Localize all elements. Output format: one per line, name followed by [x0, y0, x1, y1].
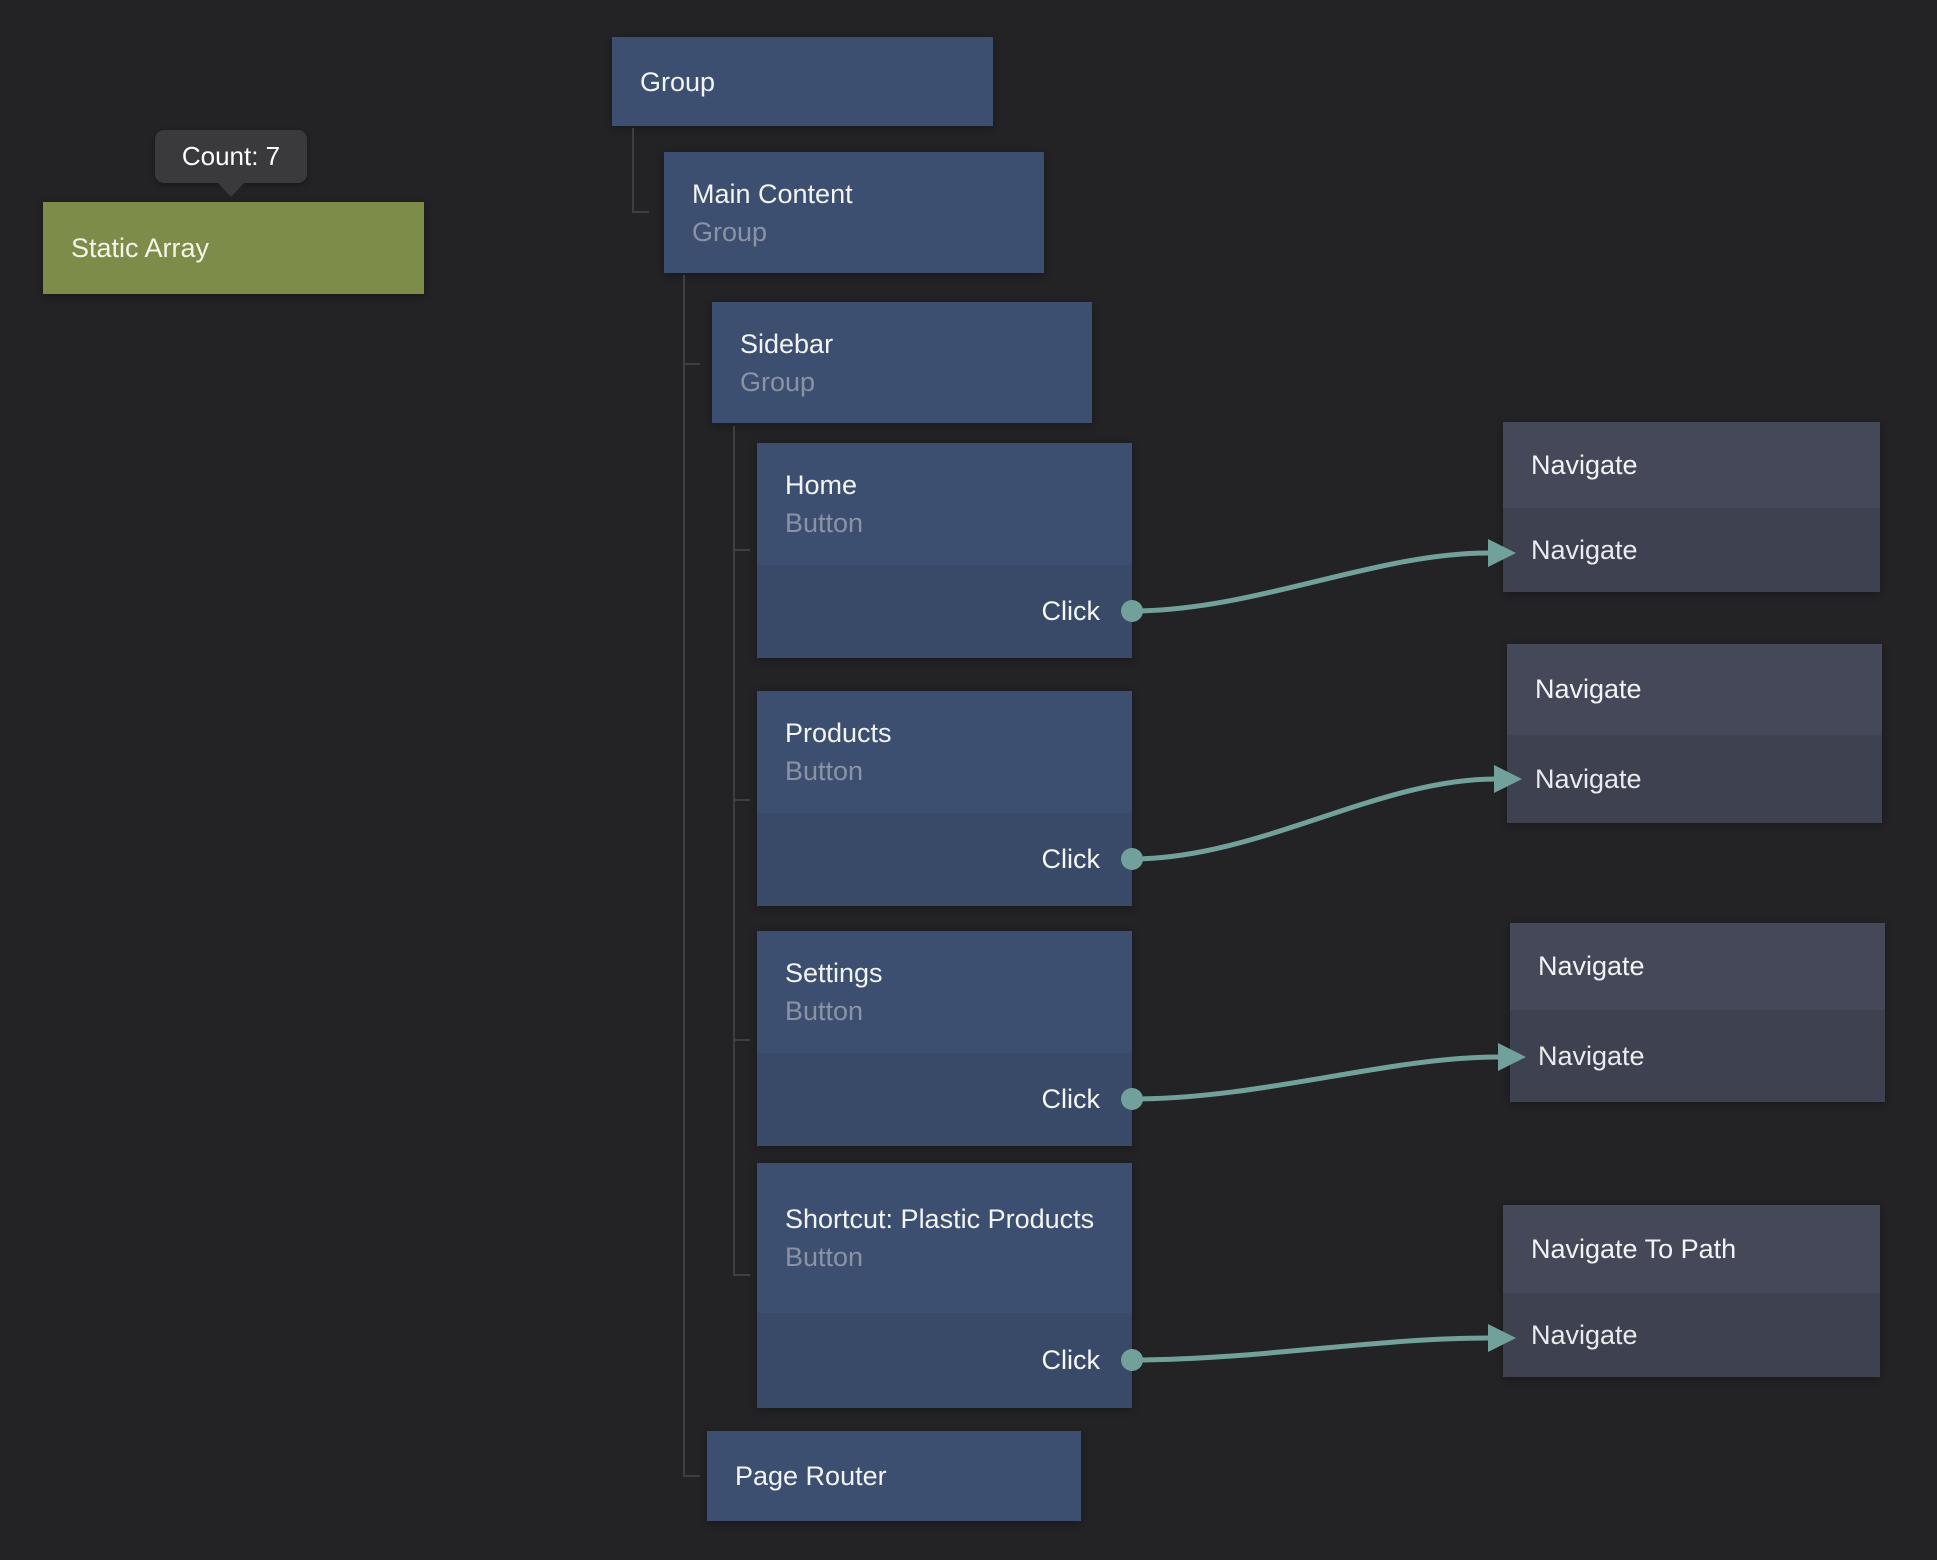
navigate-to-path-input-row[interactable]: Navigate [1503, 1293, 1880, 1377]
navigate-node-2-title: Navigate [1507, 644, 1882, 735]
navigate-node-3-input-row[interactable]: Navigate [1510, 1010, 1885, 1102]
navigate-to-path-node[interactable]: Navigate To Path Navigate [1503, 1205, 1880, 1377]
tree-line-sidebar-children [733, 426, 750, 1276]
main-content-node[interactable]: Main Content Group [664, 152, 1044, 273]
main-content-subtitle: Group [692, 216, 768, 247]
products-button-node[interactable]: Products Button Click [757, 691, 1132, 906]
navigate-to-path-title: Navigate To Path [1503, 1205, 1880, 1293]
navigate-node-2[interactable]: Navigate Navigate [1507, 644, 1882, 823]
group-node[interactable]: Group [612, 37, 993, 126]
products-button-subtitle: Button [785, 756, 864, 786]
tooltip-pointer-icon [218, 183, 244, 197]
sidebar-subtitle: Group [740, 366, 816, 397]
navigate-node-3[interactable]: Navigate Navigate [1510, 923, 1885, 1102]
settings-button-node[interactable]: Settings Button Click [757, 931, 1132, 1146]
home-click-port-label: Click [1041, 596, 1101, 626]
navigate-node-1-title: Navigate [1503, 422, 1880, 508]
group-node-title: Group [640, 66, 716, 97]
wire-settings-click-navigate[interactable] [1129, 1054, 1501, 1102]
tree-line-main-content-children [683, 275, 700, 1477]
count-tooltip-text: Count: 7 [181, 141, 281, 171]
shortcut-button-subtitle: Button [785, 1242, 864, 1272]
shortcut-click-port-label: Click [1041, 1345, 1101, 1375]
main-content-title: Main Content [692, 178, 853, 209]
wire-shortcut-click-navigate[interactable] [1129, 1335, 1491, 1363]
navigate-node-3-title: Navigate [1510, 923, 1885, 1010]
sidebar-node[interactable]: Sidebar Group [712, 302, 1092, 423]
navigate-node-1-input-row[interactable]: Navigate [1503, 508, 1880, 592]
settings-button-title: Settings [785, 958, 883, 988]
navigate-node-1[interactable]: Navigate Navigate [1503, 422, 1880, 592]
tree-line-group-children [632, 128, 649, 213]
navigate-node-2-input-row[interactable]: Navigate [1507, 735, 1882, 823]
products-button-title: Products [785, 718, 892, 748]
count-tooltip: Count: 7 [155, 130, 307, 197]
home-button-title: Home [785, 470, 858, 500]
shortcut-button-node[interactable]: Shortcut: Plastic Products Button Click [757, 1163, 1132, 1408]
page-router-node[interactable]: Page Router [707, 1431, 1081, 1521]
page-router-title: Page Router [735, 1461, 887, 1491]
settings-button-subtitle: Button [785, 996, 864, 1026]
static-array-node[interactable]: Static Array [43, 202, 424, 294]
home-button-node[interactable]: Home Button Click [757, 443, 1132, 658]
sidebar-title: Sidebar [740, 328, 834, 359]
wire-products-click-navigate[interactable] [1129, 776, 1498, 862]
wire-home-click-navigate[interactable] [1129, 550, 1491, 614]
settings-click-port-label: Click [1041, 1084, 1101, 1114]
static-array-title: Static Array [71, 232, 210, 263]
products-click-port-label: Click [1041, 844, 1101, 874]
home-button-subtitle: Button [785, 508, 864, 538]
shortcut-button-title: Shortcut: Plastic Products [785, 1204, 1095, 1234]
